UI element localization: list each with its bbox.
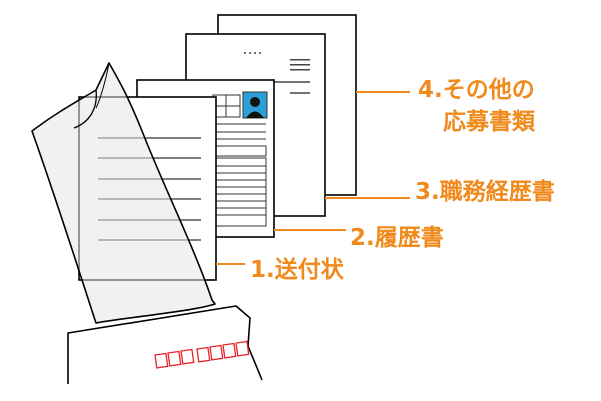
label-other-documents-line2: 応募書類 — [443, 109, 535, 135]
postal-box — [167, 350, 182, 367]
postal-box — [154, 352, 169, 369]
postal-box — [180, 348, 195, 365]
id-photo-icon — [242, 91, 268, 119]
clear-file-folder-icon — [31, 62, 216, 324]
postal-box — [235, 340, 250, 357]
label-other-documents-line1: 4.その他の — [418, 77, 535, 103]
label-resume: 2.履歴書 — [350, 225, 444, 251]
postal-box — [222, 342, 237, 359]
postal-code-stamp — [154, 340, 250, 369]
envelope-icon — [67, 305, 263, 384]
label-cover-letter: 1.送付状 — [250, 257, 344, 283]
info-dots — [290, 59, 310, 71]
label-work-history: 3.職務経歴書 — [415, 179, 555, 205]
postal-box — [196, 346, 211, 363]
postal-box — [209, 344, 224, 361]
title-dots — [244, 52, 261, 54]
leader-lines — [216, 91, 410, 265]
